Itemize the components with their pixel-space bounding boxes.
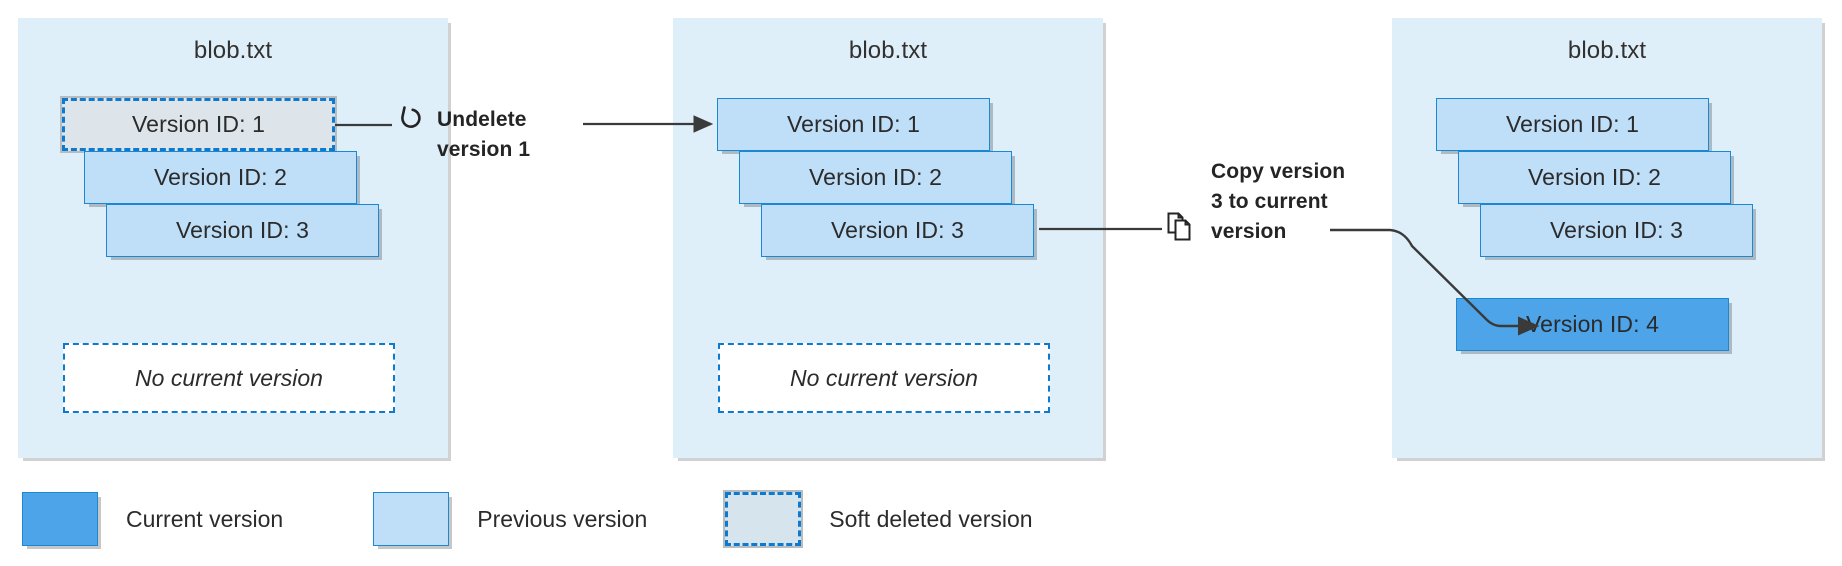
version-box-previous[interactable]: Version ID: 3	[1480, 204, 1753, 257]
legend-label: Soft deleted version	[829, 505, 1033, 532]
annotation-copy: Copy version 3 to current version	[1211, 157, 1371, 247]
annotation-copy-line1: Copy version	[1211, 160, 1346, 183]
annotation-undelete-line2: version 1	[437, 138, 531, 161]
version-label: Version ID: 1	[1506, 111, 1639, 137]
version-label: Version ID: 3	[1550, 217, 1683, 243]
legend: Current version Previous version Soft de…	[22, 490, 1033, 548]
panel-before-undelete: blob.txt Version ID: 1 Version ID: 2 Ver…	[18, 18, 448, 458]
legend-item-current-version: Current version	[22, 492, 283, 546]
version-box-previous[interactable]: Version ID: 2	[84, 151, 357, 204]
undo-icon	[393, 103, 427, 137]
no-current-version-label: No current version	[135, 364, 323, 391]
version-label: Version ID: 2	[154, 164, 287, 190]
version-box-previous[interactable]: Version ID: 1	[1436, 98, 1709, 151]
version-box-previous[interactable]: Version ID: 3	[761, 204, 1034, 257]
version-box-previous[interactable]: Version ID: 2	[739, 151, 1012, 204]
version-label: Version ID: 1	[787, 111, 920, 137]
version-label: Version ID: 3	[176, 217, 309, 243]
annotation-undelete: Undelete version 1	[437, 105, 572, 165]
panel-title: blob.txt	[1567, 37, 1647, 64]
annotation-undelete-line1: Undelete	[437, 108, 527, 131]
panel-title: blob.txt	[193, 37, 273, 64]
panel-title: blob.txt	[848, 37, 928, 64]
annotation-copy-line3: version	[1211, 220, 1287, 243]
version-box-previous[interactable]: Version ID: 3	[106, 204, 379, 257]
version-box-current[interactable]: Version ID: 4	[1456, 298, 1729, 351]
version-label: Version ID: 1	[132, 111, 265, 137]
copy-icon	[1164, 210, 1198, 244]
version-label: Version ID: 2	[1528, 164, 1661, 190]
legend-swatch-previous	[373, 492, 450, 546]
legend-item-previous-version: Previous version	[373, 492, 647, 546]
legend-label: Previous version	[477, 505, 648, 532]
version-box-previous[interactable]: Version ID: 1	[717, 98, 990, 151]
no-current-version-placeholder: No current version	[63, 343, 395, 413]
version-box-soft-deleted[interactable]: Version ID: 1	[60, 96, 337, 153]
panel-after-undelete: blob.txt Version ID: 1 Version ID: 2 Ver…	[673, 18, 1103, 458]
version-label: Version ID: 4	[1526, 311, 1659, 337]
version-box-previous[interactable]: Version ID: 2	[1458, 151, 1731, 204]
version-label: Version ID: 3	[831, 217, 964, 243]
no-current-version-placeholder: No current version	[718, 343, 1050, 413]
panel-after-copy: blob.txt Version ID: 1 Version ID: 2 Ver…	[1392, 18, 1822, 458]
legend-swatch-current	[22, 492, 98, 546]
no-current-version-label: No current version	[790, 364, 978, 391]
legend-item-soft-deleted-version: Soft deleted version	[723, 490, 1033, 548]
annotation-copy-line2: 3 to current	[1211, 190, 1328, 213]
version-label: Version ID: 2	[809, 164, 942, 190]
legend-swatch-soft-deleted	[723, 490, 804, 548]
legend-label: Current version	[126, 505, 284, 532]
